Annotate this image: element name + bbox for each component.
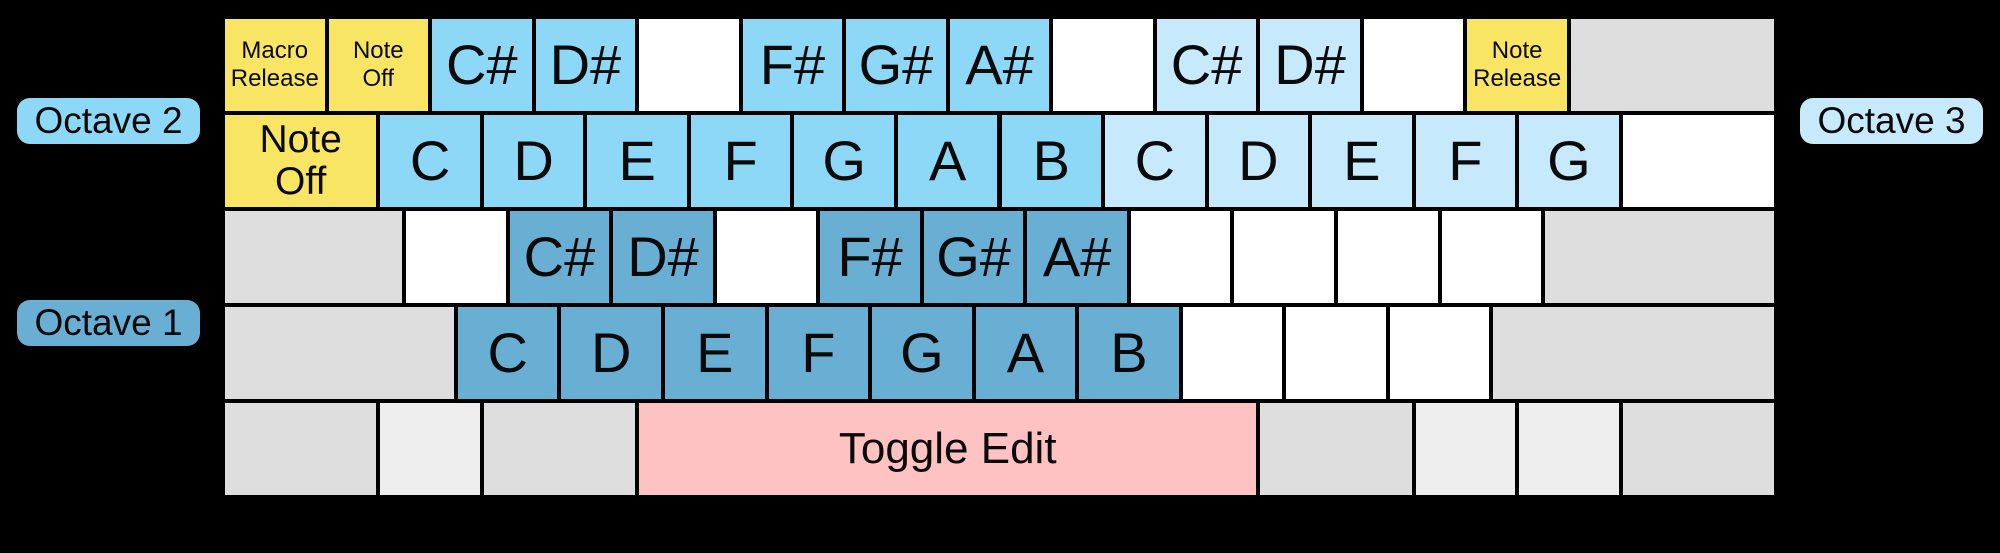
key-d: D <box>481 113 586 209</box>
key-unassigned-modifier <box>481 401 638 497</box>
keyboard-row-3: C#D# F#G#A# <box>223 209 1776 305</box>
octave-2-label: Octave 2 <box>17 98 200 144</box>
key-unassigned <box>1335 209 1440 305</box>
key-e: E <box>1310 113 1414 209</box>
key-unassigned-modifier <box>378 401 482 497</box>
key-toggle-edit: Toggle Edit <box>637 401 1259 497</box>
key-unassigned <box>1620 113 1776 209</box>
key-b: B <box>999 113 1104 209</box>
key-unassigned <box>1387 305 1492 401</box>
key-unassigned <box>714 209 819 305</box>
key-a-sharp: A# <box>1025 209 1129 305</box>
key-unassigned <box>1128 209 1233 305</box>
key-e: E <box>585 113 689 209</box>
key-unassigned-modifier <box>1491 305 1776 401</box>
key-c-sharp: C# <box>1154 17 1259 113</box>
key-unassigned-modifier <box>1620 401 1776 497</box>
key-f: F <box>766 305 871 401</box>
key-unassigned <box>637 17 741 113</box>
key-c: C <box>378 113 482 209</box>
key-unassigned-modifier <box>1568 17 1776 113</box>
key-unassigned <box>404 209 508 305</box>
key-unassigned <box>1232 209 1336 305</box>
key-a: A <box>973 305 1078 401</box>
key-e: E <box>663 305 767 401</box>
key-unassigned-modifier <box>1517 401 1621 497</box>
key-g: G <box>870 305 974 401</box>
octave-3-label: Octave 3 <box>1800 98 1983 144</box>
key-unassigned <box>1361 17 1466 113</box>
key-c: C <box>1103 113 1207 209</box>
keyboard-row-5: Toggle Edit <box>223 401 1776 497</box>
key-d: D <box>559 305 663 401</box>
key-c-sharp: C# <box>430 17 534 113</box>
key-unassigned-modifier <box>1413 401 1518 497</box>
key-g-sharp: G# <box>921 209 1026 305</box>
key-unassigned-modifier <box>223 401 379 497</box>
key-unassigned-modifier <box>1543 209 1776 305</box>
key-unassigned-modifier <box>223 209 405 305</box>
key-d-sharp: D# <box>533 17 638 113</box>
key-g-sharp: G# <box>844 17 948 113</box>
key-a-sharp: A# <box>947 17 1052 113</box>
key-note-release: Note Release <box>1465 17 1569 113</box>
key-f-sharp: F# <box>818 209 922 305</box>
key-f-sharp: F# <box>740 17 845 113</box>
key-a: A <box>895 113 1000 209</box>
key-macro-release: Macro Release <box>223 17 327 113</box>
key-unassigned-modifier <box>223 305 456 401</box>
key-f: F <box>688 113 793 209</box>
key-d: D <box>1206 113 1311 209</box>
key-c: C <box>455 305 560 401</box>
key-d-sharp: D# <box>1258 17 1362 113</box>
key-unassigned <box>1284 305 1388 401</box>
key-note-off: Note Off <box>223 113 379 209</box>
octave-1-label: Octave 1 <box>17 300 200 346</box>
key-note-off: Note Off <box>326 17 431 113</box>
key-unassigned <box>1439 209 1544 305</box>
key-unassigned <box>1051 17 1155 113</box>
key-g: G <box>1517 113 1621 209</box>
key-c-sharp: C# <box>507 209 612 305</box>
key-unassigned-modifier <box>1258 401 1414 497</box>
key-f: F <box>1413 113 1518 209</box>
key-b: B <box>1077 305 1181 401</box>
key-unassigned <box>1180 305 1285 401</box>
key-d-sharp: D# <box>611 209 715 305</box>
key-g: G <box>792 113 896 209</box>
